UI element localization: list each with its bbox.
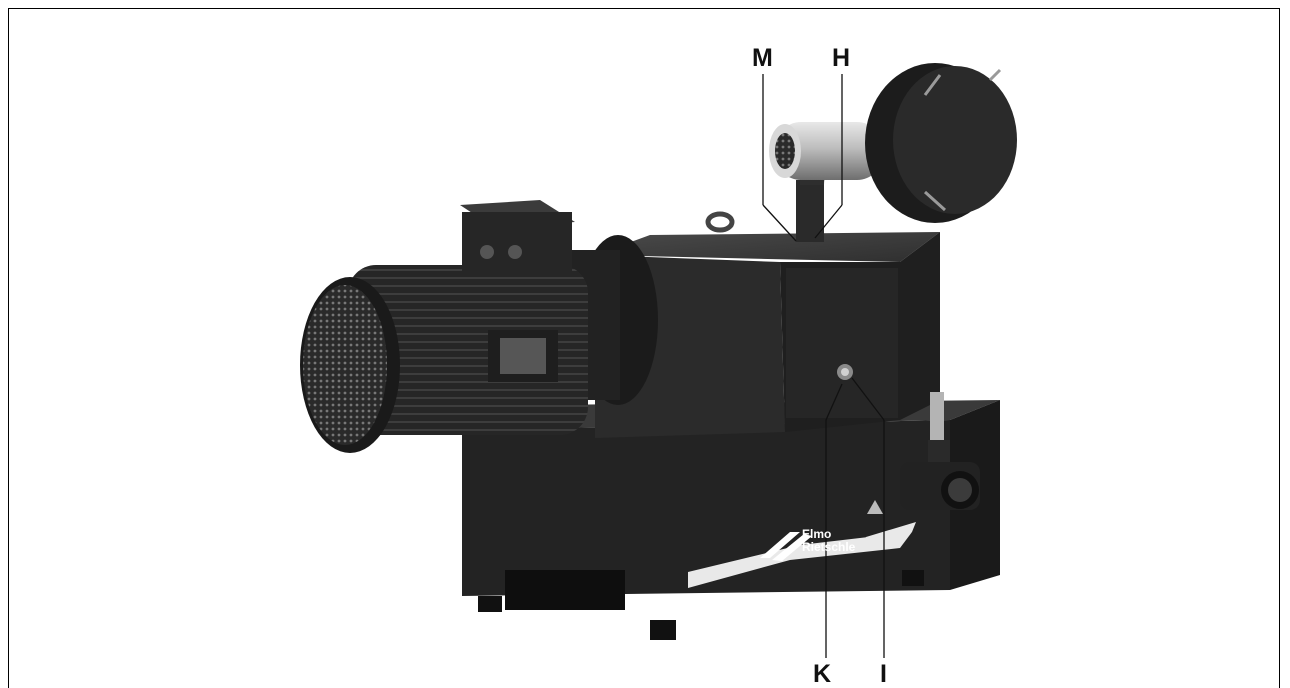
base-feet <box>478 570 924 640</box>
brand-name-line2: Rietschle <box>802 540 856 554</box>
exhaust-silencer <box>769 122 883 180</box>
vacuum-regulating-valve <box>900 392 980 510</box>
fan-cover <box>300 277 400 453</box>
callout-leader-lines <box>762 74 885 658</box>
lifting-eye <box>705 211 735 233</box>
pump-housing <box>595 232 940 438</box>
intake-filter <box>865 63 1017 223</box>
callout-label-i: I <box>880 660 887 688</box>
callout-label-h: H <box>832 44 851 72</box>
terminal-box <box>460 200 575 274</box>
motor <box>348 265 588 435</box>
warning-triangle <box>867 500 883 514</box>
brand-logo <box>760 532 812 561</box>
callout-label-m: M <box>752 44 773 72</box>
figure-frame <box>8 8 1280 688</box>
brand-name-line1: Elmo <box>802 527 832 541</box>
callout-label-k: K <box>813 660 832 688</box>
